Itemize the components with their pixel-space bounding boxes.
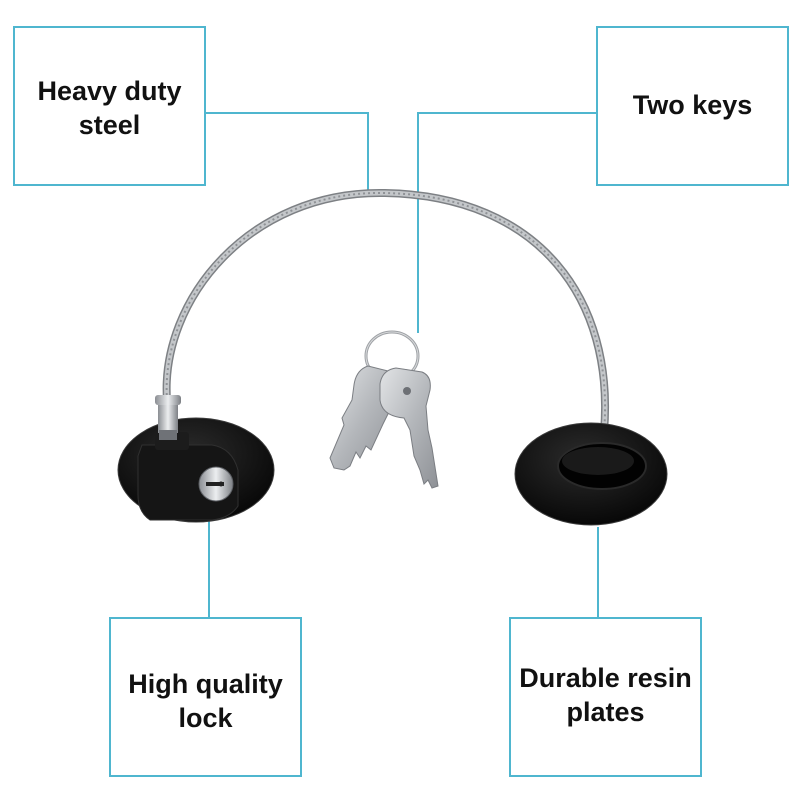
leader-line-steel <box>206 112 369 192</box>
resin-plate <box>514 422 668 526</box>
steel-cable <box>162 188 609 436</box>
callout-durable-resin-plates: Durable resin plates <box>509 617 702 777</box>
leader-lines <box>206 112 599 617</box>
callout-heavy-duty-steel: Heavy duty steel <box>13 26 206 186</box>
lock-plate <box>117 395 275 523</box>
leader-line-keys <box>417 112 596 333</box>
callout-two-keys: Two keys <box>596 26 789 186</box>
callout-high-quality-lock: High quality lock <box>109 617 302 777</box>
keys <box>329 330 439 489</box>
